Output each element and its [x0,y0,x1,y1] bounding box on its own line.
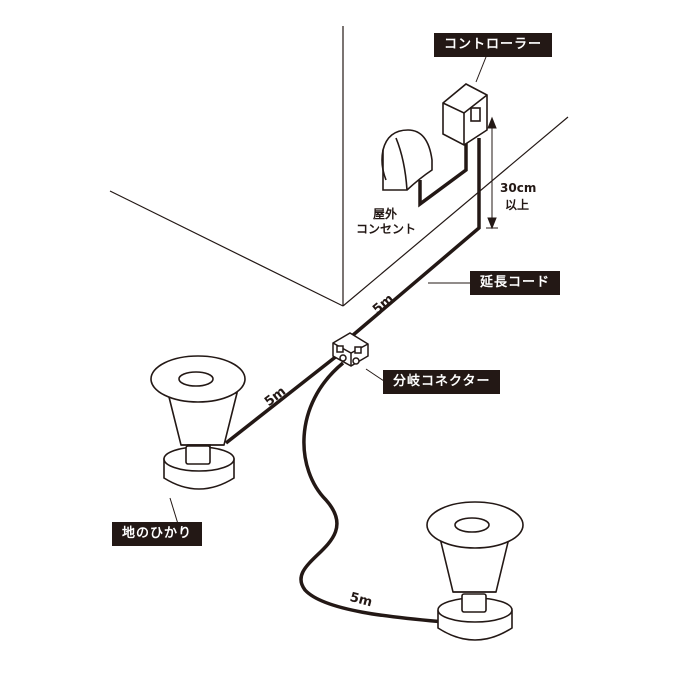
ground-light-label: 地のひかり [112,522,203,546]
plug-cord [418,140,468,208]
ground-light-left [150,355,246,490]
wall-corner-lines [109,26,569,307]
extension-cord-label: 延長コード [470,271,561,295]
outdoor-outlet [381,129,433,191]
ground-light-right [426,501,524,641]
height-label-line2: 以上 [505,198,530,212]
extension-cord [344,138,481,343]
height-label-line1: 30cm [500,181,537,195]
outlet-label-line1: 屋外 [373,207,398,221]
splitter-label: 分岐コネクター [383,370,501,394]
left-branch-cord [224,353,340,445]
splitter-connector [332,332,369,367]
controller-label: コントローラー [434,33,553,57]
height-dimension-arrow [486,116,498,230]
outlet-label-line2: コンセント [356,222,417,236]
right-branch-cord [299,361,445,624]
controller-box [442,83,488,146]
leader-lines [169,56,487,525]
